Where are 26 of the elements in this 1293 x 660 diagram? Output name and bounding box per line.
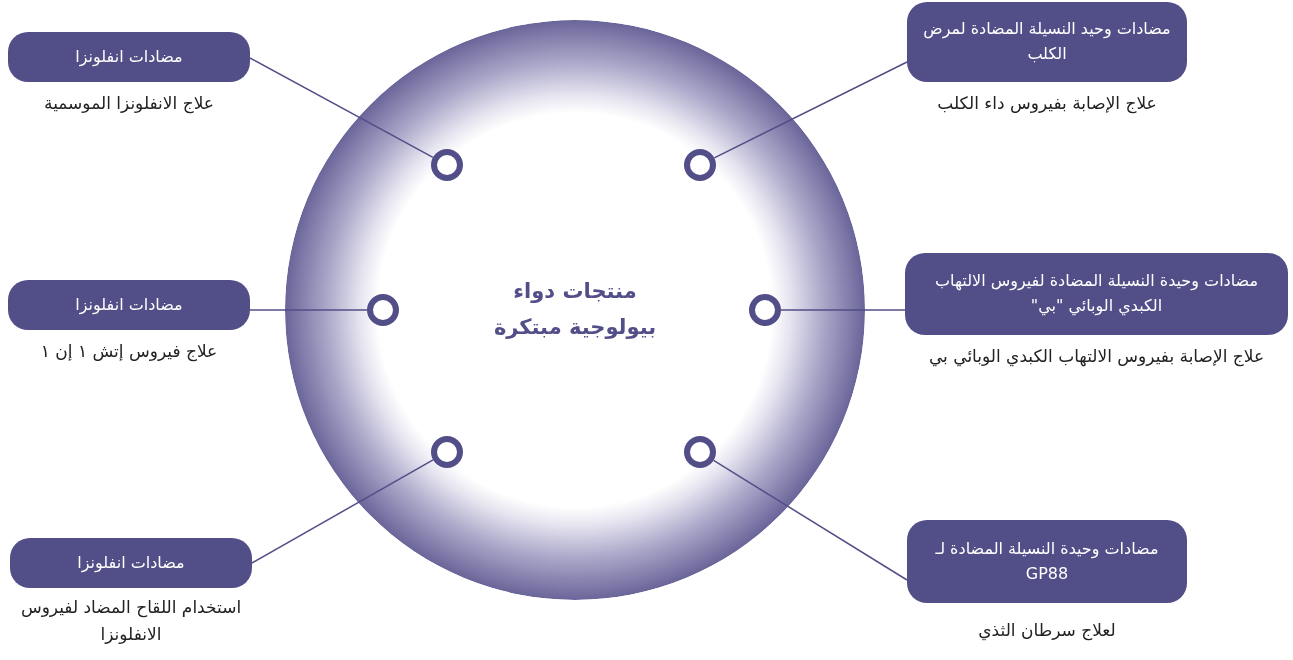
box-label: مضادات انفلونزا xyxy=(75,45,183,69)
box-label: مضادات وحيدة النسيلة المضادة لـ GP88 xyxy=(934,537,1160,585)
label-box xyxy=(907,520,1187,603)
box-label: مضادات وحيدة النسيلة المضادة لفيروس الالتهاب الكبدي الوبائي "بي" xyxy=(934,270,1259,318)
label-box xyxy=(8,32,250,82)
label-box xyxy=(907,2,1187,82)
description-text: علاج الانفلونزا الموسمية xyxy=(43,92,215,116)
center-title: منتجات دواء بيولوجية مبتكرة xyxy=(492,278,658,341)
leader-line xyxy=(249,57,434,159)
box-label: مضادات انفلونزا xyxy=(77,551,185,575)
gradient-ring xyxy=(285,20,865,600)
leader-line xyxy=(251,459,434,564)
description-text: لعلاج سرطان الثذي xyxy=(977,619,1117,643)
leader-line xyxy=(249,309,368,311)
label-box xyxy=(905,253,1288,335)
leader-line xyxy=(780,309,906,311)
label-box xyxy=(8,280,250,330)
description-text: علاج فيروس إتش ١ إن ١ xyxy=(39,340,219,364)
description-text: علاج الإصابة بفيروس الالتهاب الكبدي الوبائي بي xyxy=(927,345,1266,369)
description-text: استخدام اللقاح المضاد لفيروس الانفلونزا xyxy=(19,596,243,647)
leader-line xyxy=(713,61,908,159)
box-label: مضادات انفلونزا xyxy=(75,293,183,317)
label-box xyxy=(10,538,252,588)
leader-line xyxy=(712,459,908,581)
box-label: مضادات وحيد النسيلة المضادة لمرض الكلب xyxy=(922,18,1172,65)
description-text: علاج الإصابة بفيروس داء الكلب xyxy=(936,92,1158,116)
